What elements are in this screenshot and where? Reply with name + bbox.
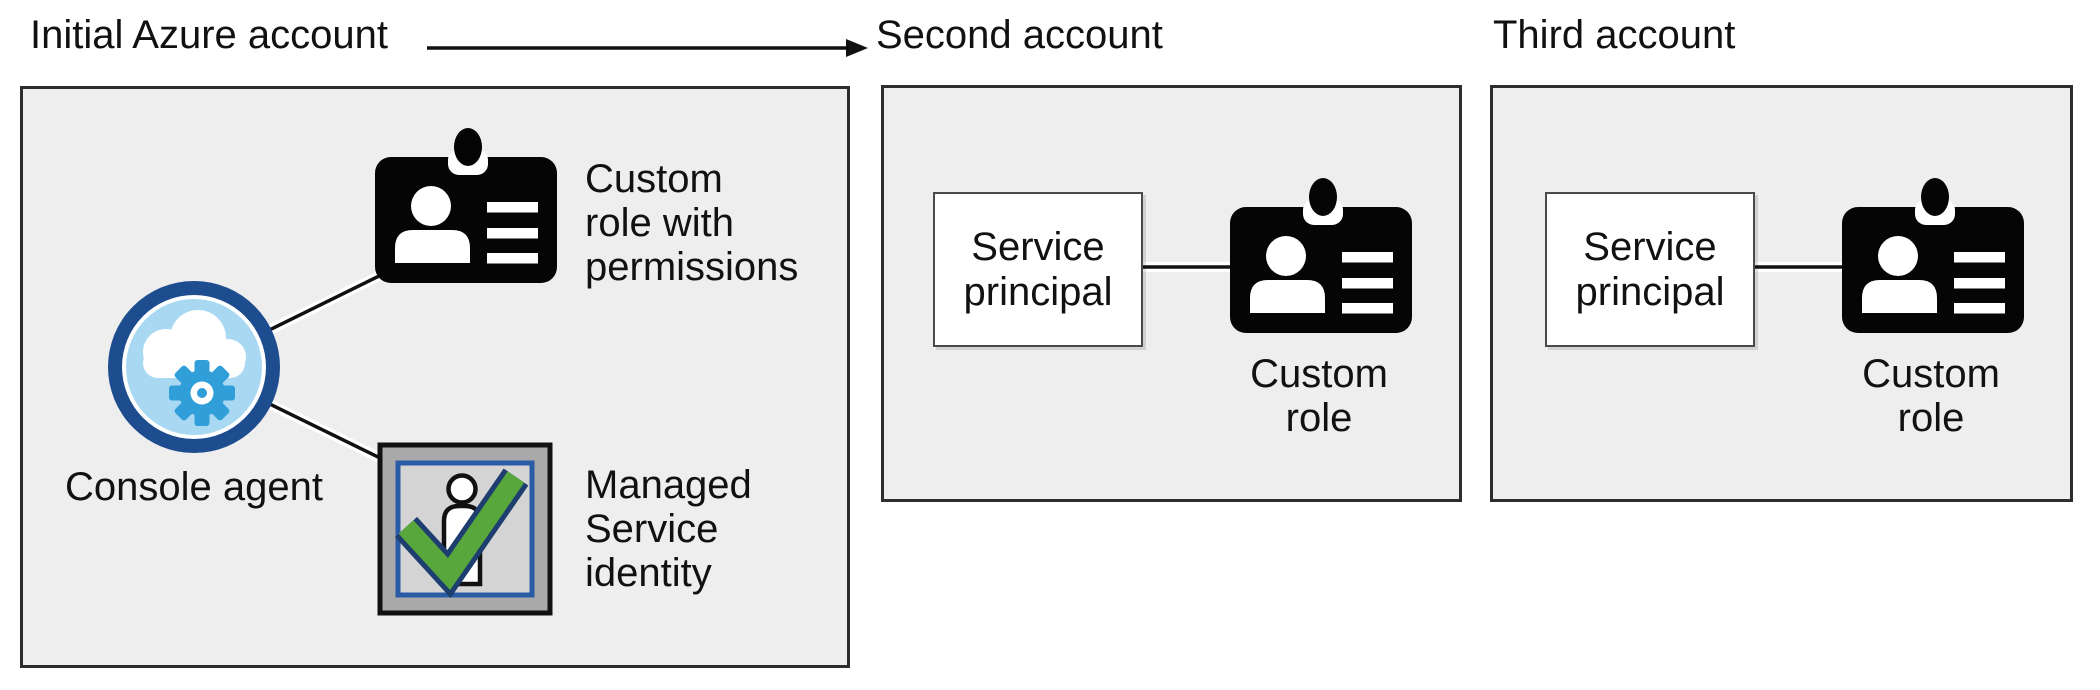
second-account-title: Second account [876,13,1163,57]
third-account-title: Third account [1493,13,1736,57]
service-principal-box-second: Service principal [933,192,1143,347]
custom-role-label-third: Custom role [1862,352,2000,440]
custom-role-label-second: Custom role [1250,352,1388,440]
service-principal-box-third: Service principal [1545,192,1755,347]
flow-arrow-icon [427,39,868,57]
service-principal-label-third: Service principal [1575,224,1725,314]
console-agent-label: Console agent [65,465,323,509]
service-principal-label-second: Service principal [963,224,1113,314]
initial-account-title: Initial Azure account [30,13,388,57]
managed-service-identity-label: Managed Service identity [585,463,752,595]
custom-role-permissions-label: Custom role with permissions [585,157,799,289]
